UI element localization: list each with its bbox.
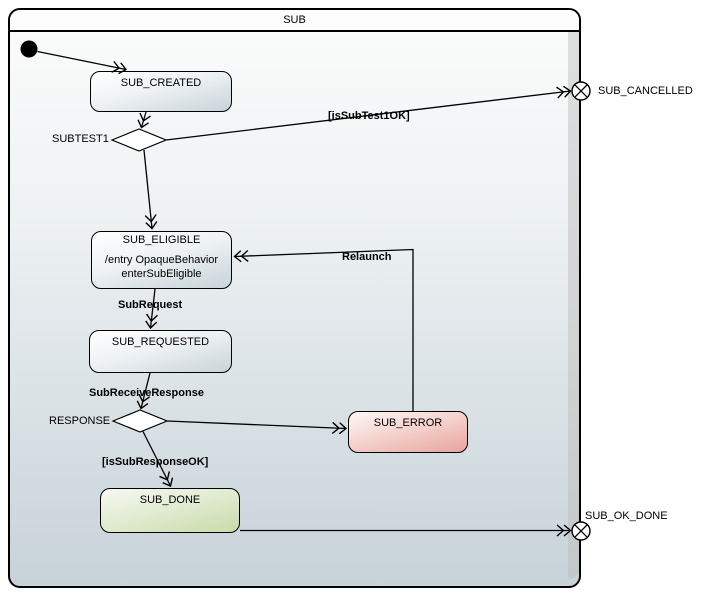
state-sub-error[interactable]: SUB_ERROR xyxy=(348,411,468,453)
state-name: SUB_REQUESTED xyxy=(111,336,210,348)
state-sub-requested[interactable]: SUB_REQUESTED xyxy=(89,330,232,373)
choice-label-subtest1: SUBTEST1 xyxy=(52,133,109,145)
transition-label-relaunch: Relaunch xyxy=(342,251,392,263)
entry-line-1: /entry OpaqueBehavior xyxy=(104,254,219,266)
frame-title-bar[interactable]: SUB xyxy=(10,10,579,32)
exit-point-label-sub-ok-done: SUB_OK_DONE xyxy=(585,510,668,522)
transition-label-is-sub-test1-ok: [isSubTest1OK] xyxy=(328,110,410,122)
state-entry-behavior: /entry OpaqueBehavior enterSubEligible xyxy=(105,253,218,281)
state-name: SUB_ERROR xyxy=(373,417,443,429)
entry-line-2: enterSubEligible xyxy=(121,268,202,280)
frame-right-shadow xyxy=(568,32,579,578)
state-name: SUB_CREATED xyxy=(120,77,202,89)
state-name: SUB_DONE xyxy=(139,494,201,506)
frame-title: SUB xyxy=(283,14,306,26)
transition-label-is-sub-response-ok: [isSubResponseOK] xyxy=(102,456,209,468)
state-sub-done[interactable]: SUB_DONE xyxy=(100,488,240,533)
exit-point-label-sub-cancelled: SUB_CANCELLED xyxy=(598,85,693,97)
transition-label-sub-receive-response: SubReceiveResponse xyxy=(89,387,204,399)
state-sub-eligible[interactable]: SUB_ELIGIBLE /entry OpaqueBehavior enter… xyxy=(91,231,232,289)
state-sub-created[interactable]: SUB_CREATED xyxy=(90,71,232,112)
choice-label-response: RESPONSE xyxy=(49,415,111,427)
transition-label-sub-request: SubRequest xyxy=(118,299,183,311)
state-name: SUB_ELIGIBLE xyxy=(122,234,201,246)
